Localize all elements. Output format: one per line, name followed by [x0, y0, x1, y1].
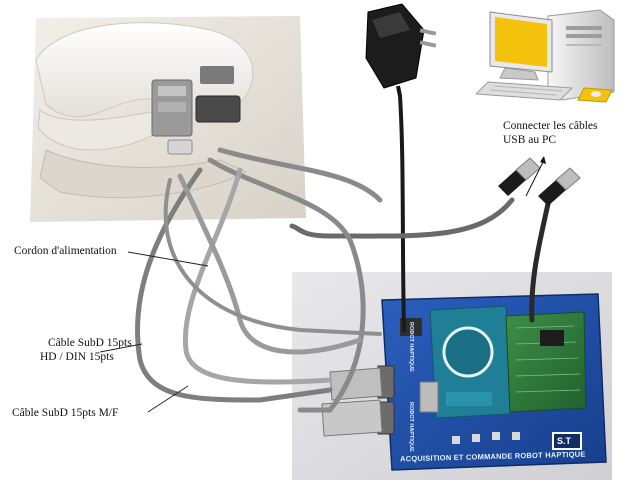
usb-arrow [525, 156, 546, 197]
cables [135, 94, 551, 413]
subd-hd-label-line1: Câble SubD 15pts [48, 337, 132, 349]
board-side-text-2: ROBOT HAPTIQUE [408, 402, 414, 452]
control-board-photo [292, 272, 612, 480]
subd-hd-label-line2: HD / DIN 15pts [40, 351, 114, 363]
desktop-computer-icon [474, 9, 615, 103]
leader-lines [99, 251, 209, 413]
board-brand-logo: S.T [557, 436, 572, 446]
usb-note-line1: Connecter les câbles [503, 120, 598, 132]
power-adapter-icon [365, 3, 437, 97]
subd-mf-label: Câble SubD 15pts M/F [12, 407, 119, 419]
power-cord-label: Cordon d'alimentation [14, 245, 117, 257]
board-side-text-1: ROBOT HAPTIQUE [408, 322, 414, 372]
robot-photo [30, 16, 306, 222]
usb-plug-right [538, 167, 581, 206]
usb-plug-left [498, 157, 541, 196]
usb-note-line2: USB au PC [503, 134, 557, 146]
